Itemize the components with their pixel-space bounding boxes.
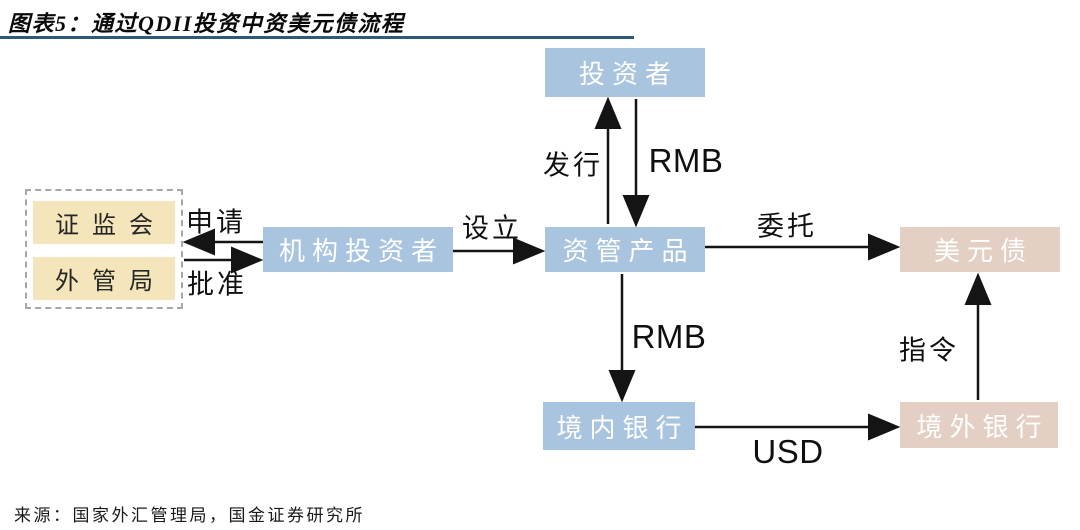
edge-label-apply: 申请 xyxy=(186,207,246,238)
edge-label-entrust: 委托 xyxy=(757,211,817,242)
figure-title: 图表5：通过QDII投资中资美元债流程 xyxy=(8,11,405,36)
edge-label-rmb-bottom: RMB xyxy=(631,318,707,355)
node-safe: 外管局 xyxy=(33,257,175,300)
node-investor: 投资者 xyxy=(545,48,705,97)
edge-label-usd: USD xyxy=(752,433,824,470)
node-overseas-bank: 境外银行 xyxy=(900,402,1058,448)
edge-label-issue: 发行 xyxy=(543,150,603,181)
edge-label-rmb-top: RMB xyxy=(648,142,724,179)
node-csrc: 证监会 xyxy=(33,201,175,244)
title-underline xyxy=(0,36,634,39)
edge-label-approve: 批准 xyxy=(187,269,247,300)
edge-label-establish: 设立 xyxy=(462,213,522,244)
node-usd-bond: 美元债 xyxy=(900,227,1060,272)
node-asset-mgmt-product: 资管产品 xyxy=(545,227,705,272)
source-note: 来源：国家外汇管理局，国金证券研究所 xyxy=(14,506,365,525)
regulators-dashed-frame xyxy=(25,189,183,309)
node-institutional-investor: 机构投资者 xyxy=(263,227,453,272)
node-domestic-bank: 境内银行 xyxy=(543,402,695,450)
edge-label-instruction: 指令 xyxy=(899,335,959,366)
